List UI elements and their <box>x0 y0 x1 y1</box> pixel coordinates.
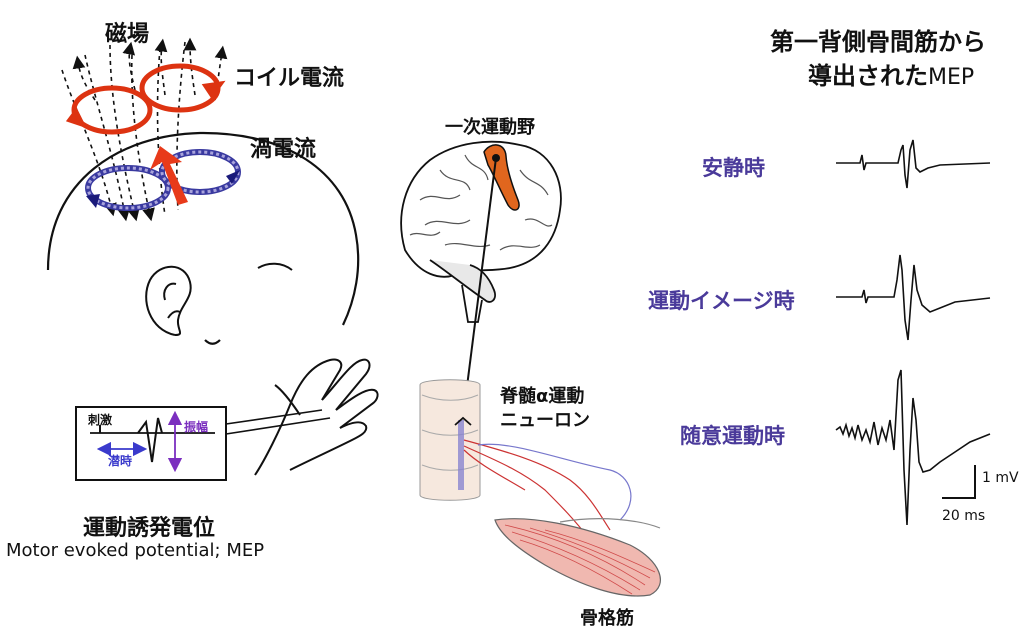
mep-schematic-box <box>75 406 227 481</box>
mep-title-jp: 運動誘発電位 <box>83 516 216 541</box>
scale-voltage-label: 1 mV <box>982 470 1019 486</box>
right-title-line2-jp: 導出された <box>808 62 928 90</box>
skeletal-muscle <box>494 518 661 597</box>
label-coil-current: コイル電流 <box>234 66 345 91</box>
coil-current-loops <box>65 63 226 135</box>
label-primary-motor-cortex: 一次運動野 <box>445 117 535 138</box>
primary-motor-area <box>483 144 520 211</box>
spinal-cord <box>419 379 481 501</box>
hand <box>254 358 379 476</box>
label-spinal-alpha-motor-2: ニューロン <box>500 410 590 431</box>
condition-voluntary: 随意運動時 <box>680 424 785 448</box>
right-title-line2-mep: MEP <box>928 65 975 90</box>
mep-trace-voluntary <box>835 369 991 526</box>
ear <box>145 265 192 336</box>
label-skeletal-muscle: 骨格筋 <box>580 608 634 629</box>
label-amplitude: 振幅 <box>184 420 209 434</box>
condition-rest: 安静時 <box>702 156 765 180</box>
scale-bar <box>942 465 976 499</box>
condition-imagery: 運動イメージ時 <box>648 289 795 313</box>
brain <box>400 140 562 323</box>
right-title-line2: 導出されたMEP <box>808 56 974 91</box>
label-magnetic-field: 磁場 <box>105 22 150 47</box>
mep-title-en: Motor evoked potential; MEP <box>6 540 265 561</box>
eddy-current-loops <box>85 149 241 211</box>
scale-time-label: 20 ms <box>942 508 986 524</box>
head-outline <box>46 131 360 345</box>
corticospinal-tract <box>462 157 497 419</box>
label-latency: 潜時 <box>108 454 133 468</box>
label-spinal-alpha-motor-1: 脊髄α運動 <box>500 386 585 407</box>
eye <box>257 262 293 271</box>
motor-nerve <box>463 439 632 541</box>
induced-current-arrow <box>150 146 188 205</box>
mep-trace-imagery <box>836 254 991 341</box>
callout-lines <box>225 409 331 435</box>
label-stimulus: 刺激 <box>88 413 113 427</box>
label-eddy-current: 渦電流 <box>250 137 317 162</box>
mep-trace-rest <box>836 139 991 189</box>
right-title-line1: 第一背側骨間筋から <box>770 28 986 56</box>
